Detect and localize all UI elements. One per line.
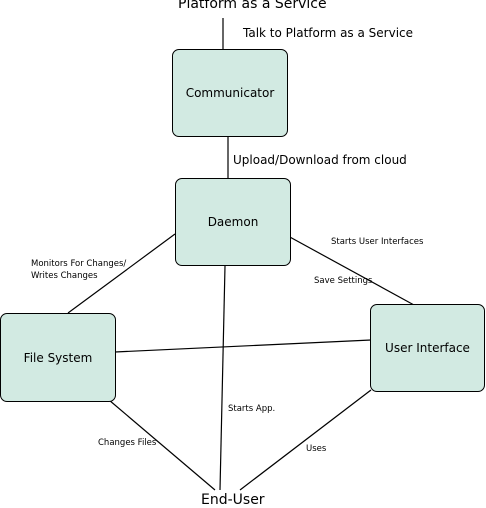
uses-label: Uses — [306, 444, 327, 454]
communicator-node[interactable]: Communicator — [172, 49, 288, 137]
file-system-node-label: File System — [23, 350, 93, 365]
user-interface-node-label: User Interface — [385, 341, 470, 355]
edge-daemon-userinterface — [287, 235, 415, 306]
monitors-changes-line1: Monitors For Changes/ — [31, 259, 127, 269]
communicator-node-label: Communicator — [185, 86, 275, 100]
starts-app-label: Starts App. — [228, 404, 276, 414]
edge-userinterface-enduser — [239, 389, 372, 491]
edge-daemon-enduser — [219, 265, 226, 491]
monitors-changes-line2: Writes Changes — [31, 271, 98, 281]
platform-terminal-label: Platform as a Service — [178, 0, 327, 12]
file-system-node[interactable]: File System — [0, 313, 116, 402]
save-settings-label: Save Settings — [314, 276, 373, 286]
changes-files-label: Changes Files — [98, 438, 157, 448]
daemon-node[interactable]: Daemon — [175, 178, 291, 266]
edge-filesystem-enduser — [108, 399, 216, 491]
edge-daemon-filesystem — [67, 233, 176, 314]
starts-user-interfaces-label: Starts User Interfaces — [331, 237, 424, 247]
talk-to-platform-label: Talk to Platform as a Service — [243, 26, 414, 40]
end-user-terminal-label: End-User — [201, 492, 265, 508]
monitors-changes-label: Monitors For Changes/ Writes Changes — [31, 258, 126, 282]
upload-download-label: Upload/Download from cloud — [233, 153, 407, 167]
daemon-node-label: Daemon — [207, 215, 259, 229]
edge-filesystem-userinterface — [114, 339, 372, 353]
user-interface-node[interactable]: User Interface — [370, 304, 485, 392]
